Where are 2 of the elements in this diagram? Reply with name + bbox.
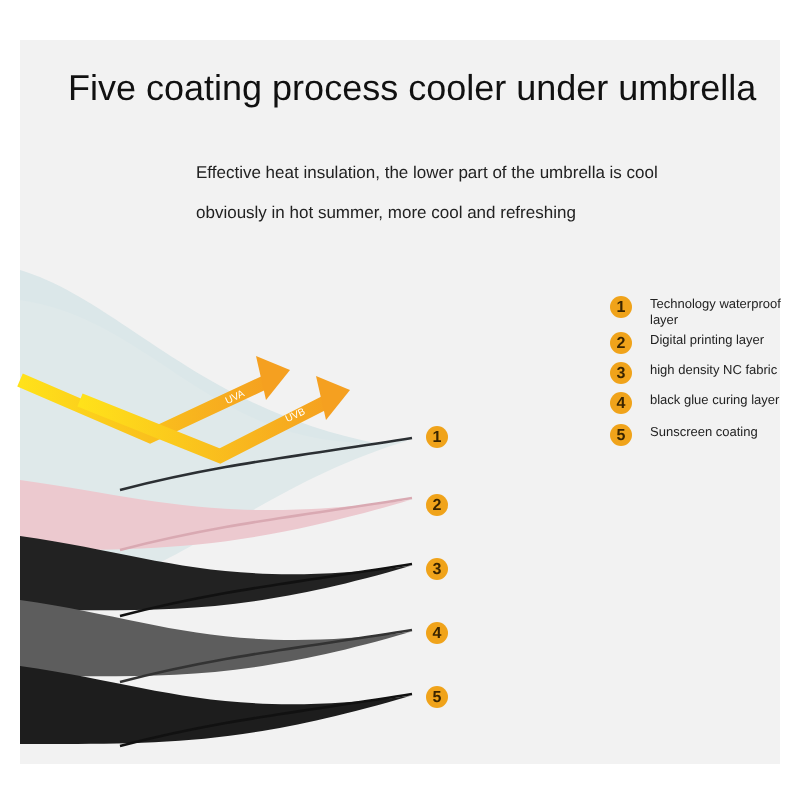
title: Five coating process cooler under umbrella <box>68 66 757 112</box>
description: Effective heat insulation, the lower part of the umbrella is cool obviously in hot summer, more cool and refreshing <box>196 160 660 226</box>
